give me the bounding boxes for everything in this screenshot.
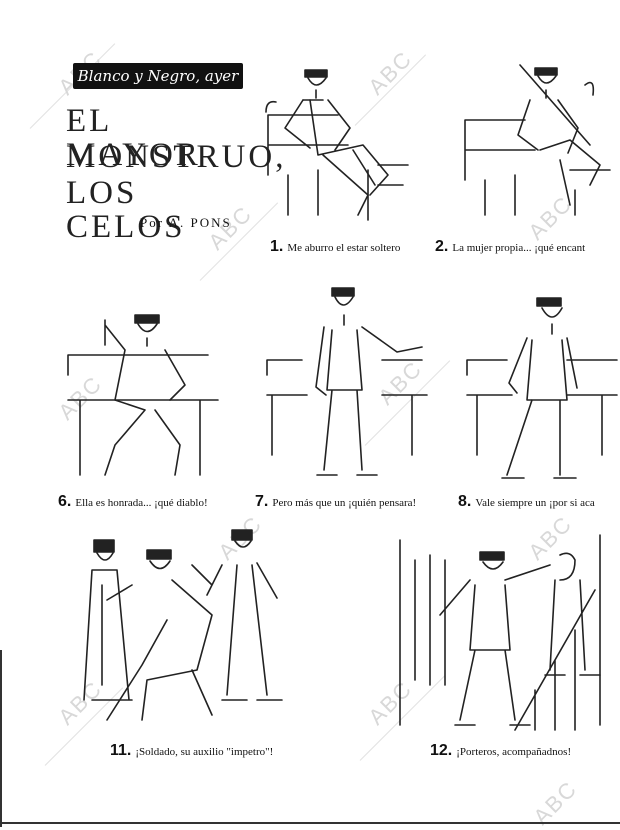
comic-panel-7-illustration: [266, 287, 428, 476]
caption-text: Me aburro el estar soltero: [287, 242, 401, 254]
caption-2: 2.La mujer propia... ¡qué encant: [435, 238, 585, 256]
caption-number: 2.: [435, 238, 449, 255]
comic-panel-6-illustration: [67, 314, 219, 476]
caption-12: 12.¡Porteros, acompañadnos!: [430, 742, 571, 760]
comic-panel-12-illustration: [399, 534, 601, 731]
caption-text: Vale siempre un ¡por si aca: [475, 497, 595, 509]
page-bottom-rule: [0, 822, 620, 824]
comic-panel-8-illustration: [466, 297, 618, 479]
page-title-line-2: MONSTRUO,: [66, 139, 287, 175]
caption-6: 6.Ella es honrada... ¡qué diablo!: [58, 493, 208, 511]
caption-number: 7.: [255, 493, 269, 510]
caption-text: ¡Soldado, su auxilio "impetro"!: [135, 746, 274, 758]
caption-number: 11.: [110, 742, 132, 759]
caption-text: Ella es honrada... ¡qué diablo!: [75, 497, 208, 509]
caption-number: 6.: [58, 493, 72, 510]
caption-text: La mujer propia... ¡qué encant: [452, 242, 586, 254]
caption-number: 1.: [270, 238, 284, 255]
caption-text: ¡Porteros, acompañadnos!: [456, 746, 572, 758]
caption-1: 1.Me aburro el estar soltero: [270, 238, 400, 256]
page-title-line-1: EL MAYOR: [66, 103, 201, 173]
caption-8: 8.Vale siempre un ¡por si aca: [458, 493, 595, 511]
caption-number: 8.: [458, 493, 472, 510]
caption-number: 12.: [430, 742, 453, 759]
page-title-line-3: LOS CELOS: [66, 175, 186, 245]
caption-11: 11.¡Soldado, su auxilio "impetro"!: [110, 742, 273, 760]
margin-rule: [0, 650, 2, 827]
comic-panel-1-illustration: [265, 69, 409, 221]
caption-text: Pero más que un ¡quién pensara!: [272, 497, 417, 509]
comic-panel-2-illustration: [464, 64, 611, 216]
byline: Por A. PONS: [140, 215, 232, 230]
comic-panel-11-illustration: [83, 529, 283, 721]
caption-7: 7.Pero más que un ¡quién pensara!: [255, 493, 416, 511]
section-badge: Blanco y Negro, ayer: [73, 63, 243, 89]
